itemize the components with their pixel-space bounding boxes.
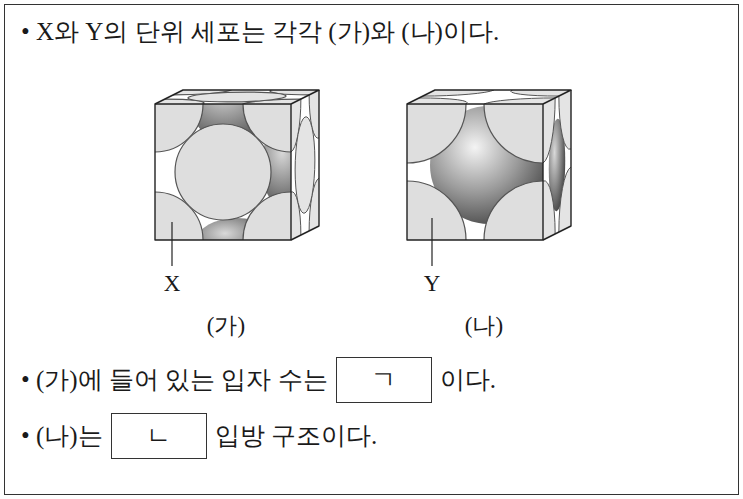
statement-text: • (나)는 <box>21 421 103 451</box>
statement-text: • (가)에 들어 있는 입자 수는 <box>21 365 328 395</box>
particle-label: X <box>164 270 181 298</box>
bcc-cube <box>336 25 642 305</box>
fcc-cube <box>97 37 377 293</box>
blank-letter: ㄴ <box>146 421 171 451</box>
answer-blank: ㄱ <box>336 357 432 403</box>
statement-text: 이다. <box>440 365 496 395</box>
figure-label: (가) <box>207 312 245 340</box>
statement-text: • X와 Y의 단위 세포는 각각 (가)와 (나)이다. <box>21 17 499 47</box>
particle-label: Y <box>424 270 441 298</box>
leader-line <box>171 222 172 266</box>
statement-text: 입방 구조이다. <box>215 421 378 451</box>
figure-label: (나) <box>465 312 503 340</box>
leader-line <box>431 218 432 266</box>
question-frame: • X와 Y의 단위 세포는 각각 (가)와 (나)이다. • (가)에 들어 있… <box>4 4 739 495</box>
answer-blank: ㄴ <box>111 413 207 459</box>
blank-letter: ㄱ <box>371 365 396 395</box>
